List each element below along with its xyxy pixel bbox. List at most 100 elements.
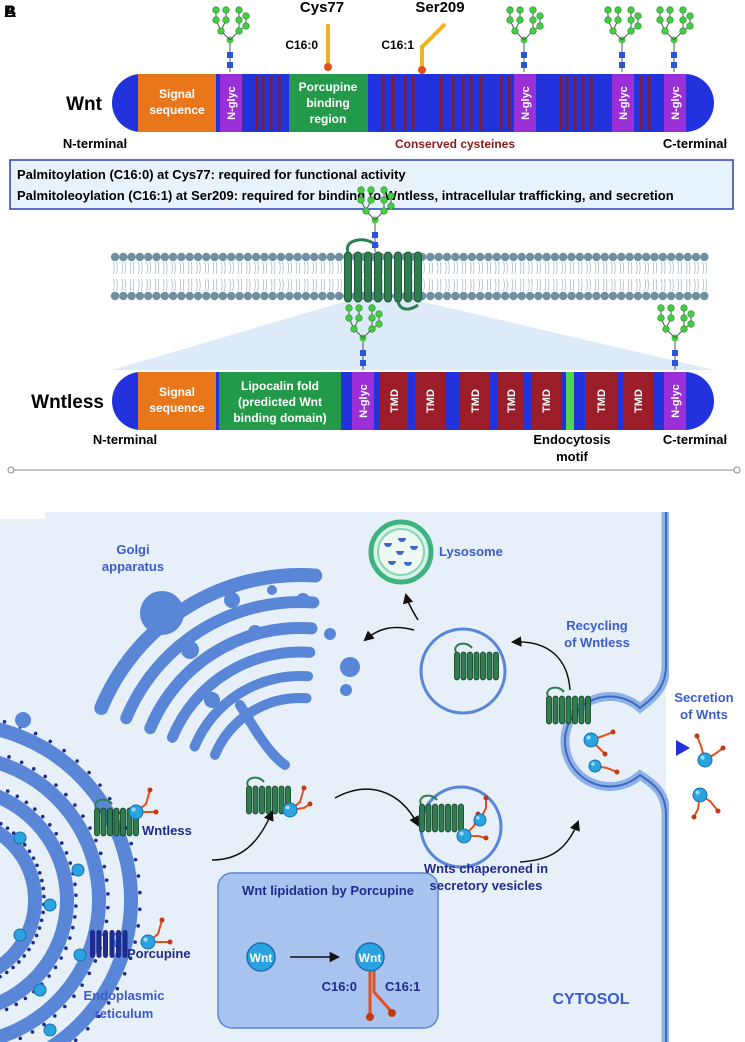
lipocalin-label-1: Lipocalin fold xyxy=(241,379,319,393)
golgi-cisterna xyxy=(209,693,312,760)
glycan-mannose xyxy=(506,6,514,14)
tm-helix xyxy=(480,651,486,681)
glycan-glcnac xyxy=(227,52,233,58)
glycan-mannose xyxy=(222,6,230,14)
tmd-segment xyxy=(415,372,445,430)
lipid-head-outer xyxy=(318,252,327,262)
lipid-head-outer xyxy=(218,252,228,262)
ribosome xyxy=(17,960,21,964)
ribosome xyxy=(39,918,44,923)
lipid-head-outer xyxy=(633,252,643,262)
cysteine-mark xyxy=(648,76,651,130)
wnt-in-er xyxy=(13,831,27,845)
lipid-head-inner xyxy=(691,291,701,301)
wntless-copy xyxy=(454,642,499,681)
lipid-head-inner xyxy=(268,291,277,301)
lipid-tail xyxy=(196,261,201,292)
lipid-head-outer xyxy=(285,252,294,262)
wntless-copy xyxy=(419,794,464,833)
porcupine-helix xyxy=(109,930,115,958)
glycan-mannose xyxy=(235,27,243,35)
tmd-label: TMD xyxy=(596,389,608,413)
tm-helix xyxy=(94,807,100,837)
glycan-mannose xyxy=(536,12,544,20)
lipid-head-outer xyxy=(683,252,692,262)
lipid-head-outer xyxy=(260,252,269,262)
lipid-head-inner xyxy=(110,291,120,301)
glycan-mannose xyxy=(516,16,524,24)
ribosome xyxy=(64,792,68,797)
glycan-glcnac xyxy=(672,350,678,356)
glycan-mannose xyxy=(657,314,665,322)
lipid-tail xyxy=(478,261,483,292)
glycan-mannose xyxy=(609,27,617,35)
lipid-head-inner xyxy=(509,291,518,301)
lipid-head-inner xyxy=(642,291,651,301)
lipid-head-outer xyxy=(193,252,203,262)
glycan-mannose xyxy=(235,16,243,24)
lipid-head-outer xyxy=(127,252,136,262)
tm-helix xyxy=(445,803,451,833)
tm-helix xyxy=(460,651,467,681)
ribosome xyxy=(133,857,138,862)
nglyc-site xyxy=(352,372,374,430)
cys77-label: Cys77 xyxy=(300,0,344,16)
lipid-head-inner xyxy=(434,291,443,301)
lipid-c161-label: C16:1 xyxy=(385,979,420,994)
lipid-head-inner xyxy=(484,291,493,301)
wnt-protein xyxy=(691,787,721,820)
lipid-head-inner xyxy=(500,291,510,301)
lipid-tail xyxy=(221,261,226,292)
tm-helix xyxy=(425,803,432,833)
ribosome xyxy=(81,814,85,818)
lipid-head-inner xyxy=(451,291,460,301)
wnt-ball xyxy=(588,759,602,773)
porcupine-binding-region xyxy=(289,74,368,132)
wntless-tm-helices xyxy=(344,238,422,311)
ribosome xyxy=(54,783,58,787)
cysteine-mark xyxy=(560,76,563,130)
ribosome xyxy=(7,755,11,759)
ribosome xyxy=(31,940,35,945)
lipid-head-outer xyxy=(185,252,194,262)
glycan-glcnac xyxy=(672,360,678,366)
cysteine-mark xyxy=(262,76,265,130)
lipid-tail xyxy=(312,261,317,292)
tm-helix xyxy=(278,785,285,815)
lipid-head-inner xyxy=(633,291,643,301)
wnt-lipid-end xyxy=(720,745,726,751)
glycan-mannose xyxy=(614,16,622,24)
cysteine-mark xyxy=(440,76,443,130)
ribosome xyxy=(11,831,16,835)
glycan-glcnac xyxy=(619,62,625,68)
lipid-head-outer xyxy=(575,252,584,262)
ribosome xyxy=(15,794,20,799)
wnt-protein xyxy=(128,787,159,820)
ribosome xyxy=(74,893,78,897)
lipid-head-inner xyxy=(293,291,302,301)
glycan-mannose xyxy=(222,16,230,24)
tm-helix xyxy=(419,803,425,833)
ribosome xyxy=(41,910,45,915)
lipid-head-outer xyxy=(276,252,286,262)
tm-helix xyxy=(107,807,113,837)
golgi-trans xyxy=(235,700,290,770)
lipid-head-inner xyxy=(119,291,128,301)
lipid-head-inner xyxy=(426,291,435,301)
lipid-tail xyxy=(428,261,433,292)
ribosome xyxy=(11,965,15,970)
lysosome-fragment xyxy=(404,562,412,566)
tm-loop xyxy=(546,686,565,697)
wnt-ball xyxy=(697,752,713,768)
golgi-vesicle xyxy=(296,593,310,607)
cysteine-mark xyxy=(480,76,483,130)
lipid-tail xyxy=(262,261,267,292)
tm-helix xyxy=(100,807,107,837)
lipid-head-inner xyxy=(592,291,601,301)
lipid-head-inner xyxy=(318,291,327,301)
tm-helix xyxy=(246,785,252,815)
lipid-tail xyxy=(511,261,516,292)
glycan-tree xyxy=(604,6,642,72)
lipid-tail xyxy=(270,261,276,292)
lysosome-fragment xyxy=(398,538,406,542)
